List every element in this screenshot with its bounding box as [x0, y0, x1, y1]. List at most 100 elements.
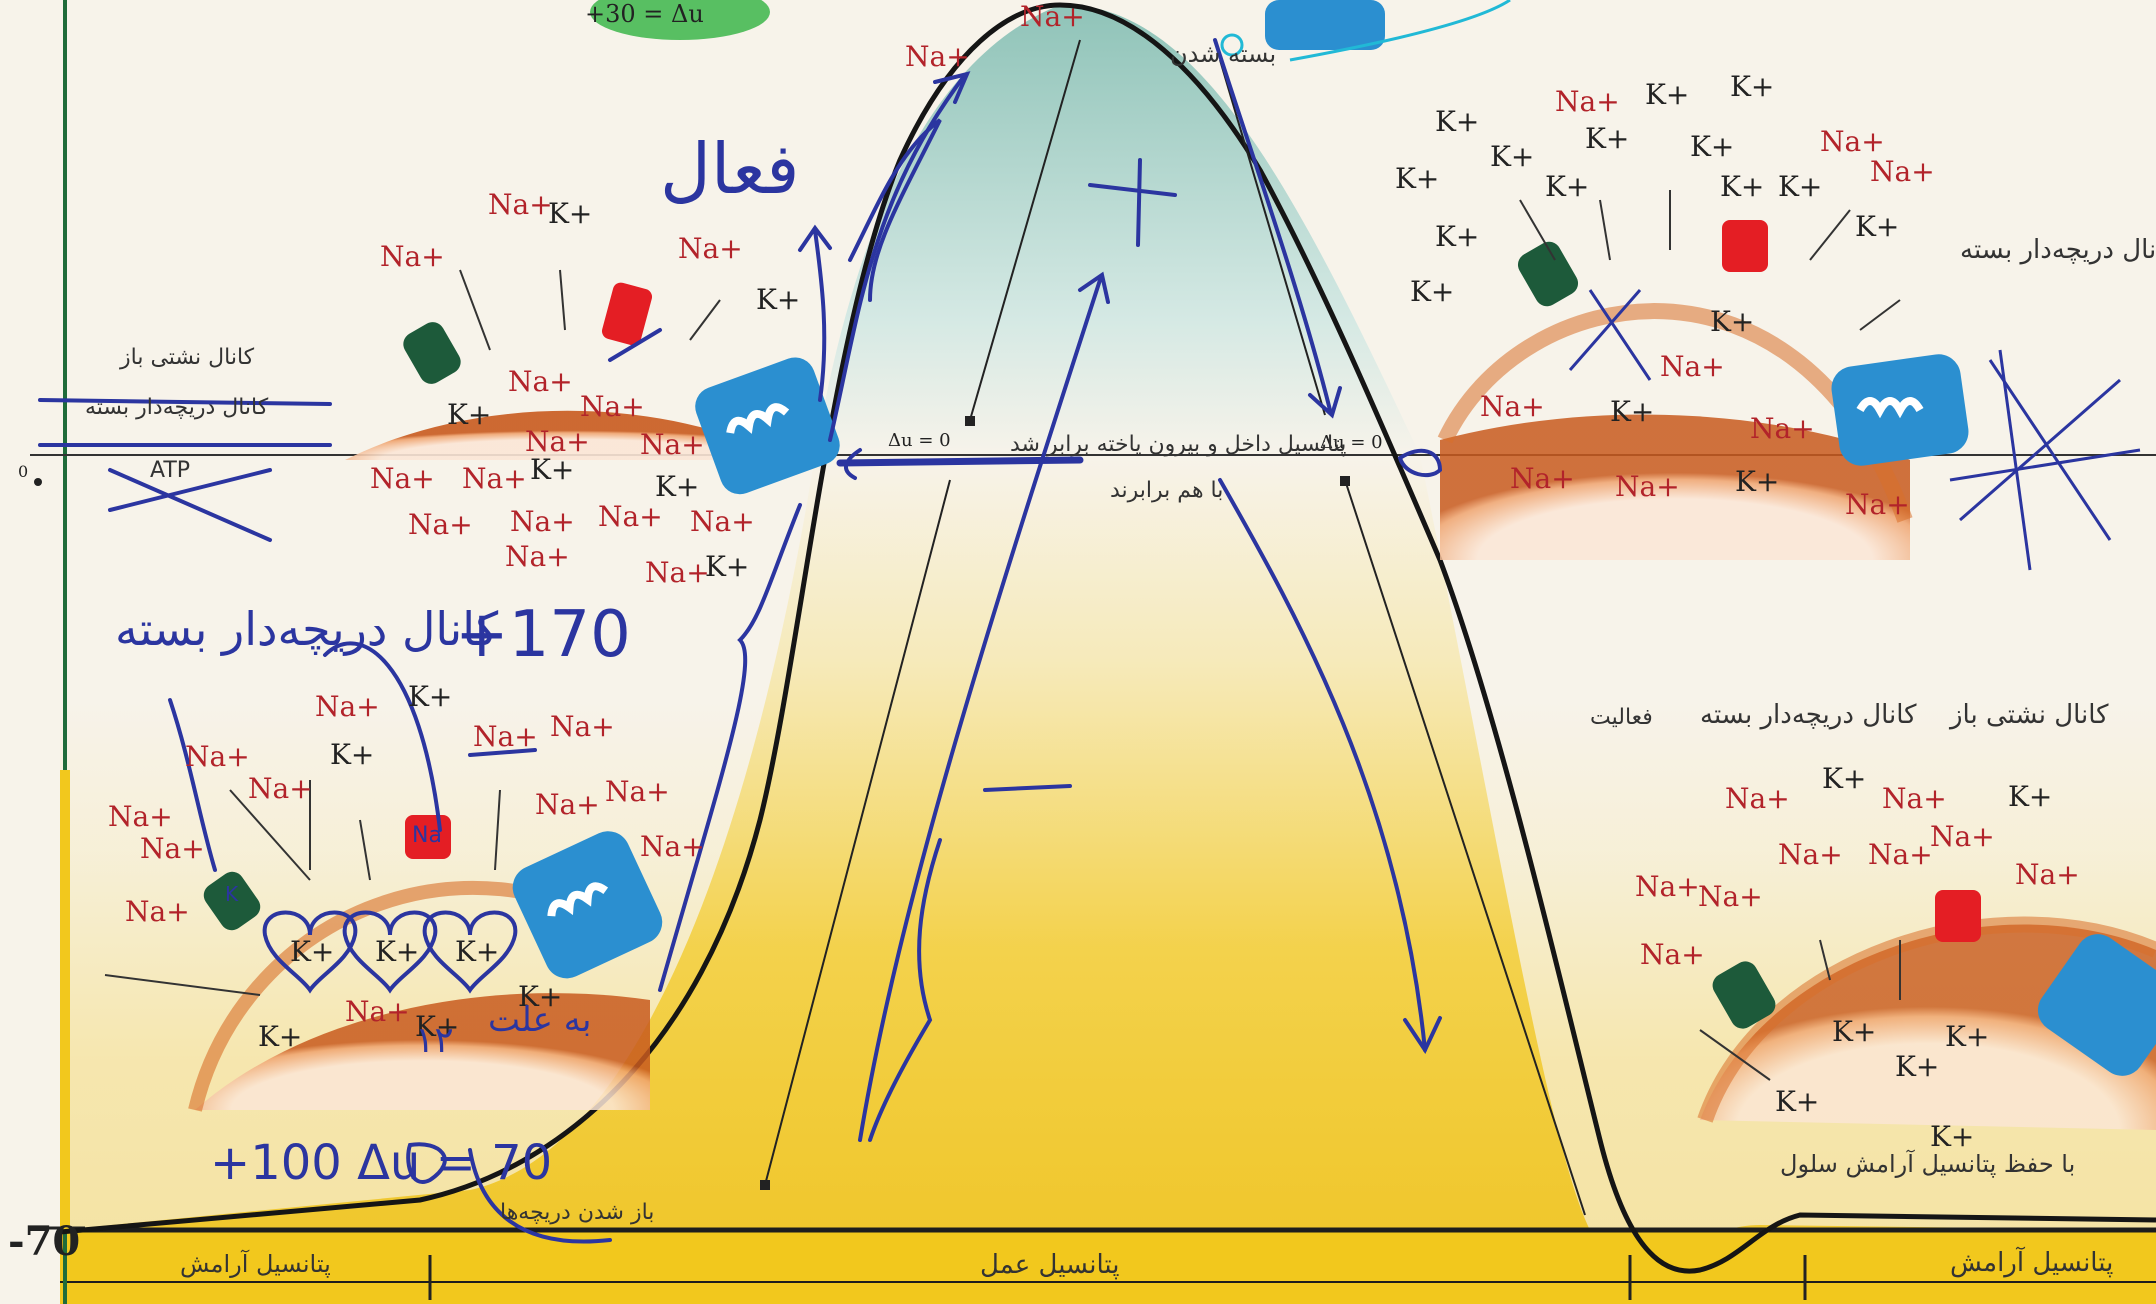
depolarization-fill	[815, 4, 1420, 455]
ion-label: K+	[1720, 170, 1765, 203]
k-channel-icon	[403, 322, 461, 384]
ion-label: K+	[1730, 70, 1775, 103]
ion-label: Na+	[505, 540, 570, 573]
ion-label: K+	[1690, 130, 1735, 163]
ion-label: K+	[258, 1020, 303, 1053]
na-channel-icon	[1935, 890, 1981, 942]
ion-label: Na+	[1020, 0, 1085, 33]
caption-gates-open: باز شدن دریچه‌ها	[500, 1200, 655, 1225]
ion-label: K+	[518, 980, 563, 1013]
delta-label: +100 Δu = 70	[210, 1135, 553, 1191]
k-channel-icon	[1712, 961, 1776, 1029]
twelve-annotation: ۱۲	[415, 1020, 454, 1061]
ion-label: K+	[1435, 220, 1480, 253]
ion-label: Na+	[1882, 782, 1947, 815]
active-annotation: فعال	[660, 128, 800, 210]
caption-action: پتانسیل عمل	[980, 1250, 1120, 1280]
caption-equal: با هم برابرند	[1110, 478, 1224, 503]
ion-label: K+	[1585, 122, 1630, 155]
ion-label: Na+	[1698, 880, 1763, 913]
ion-label: Na+	[248, 772, 313, 805]
k-channel-icon	[203, 871, 261, 931]
ion-label: Na+	[125, 895, 190, 928]
cross-marks	[1568, 289, 2141, 571]
na-annotation: Na	[412, 823, 442, 848]
caption-gated-closed-far-right: کانال دریچه‌دار بسته	[1960, 235, 2156, 265]
ion-label: Na+	[525, 425, 590, 458]
ion-label: K+	[375, 935, 420, 968]
caption-activity: فعالیت	[1590, 705, 1653, 730]
ion-label: Na+	[488, 188, 553, 221]
ion-label: Na+	[1868, 838, 1933, 871]
ion-label: Na+	[1725, 782, 1790, 815]
ion-label: Na+	[1750, 412, 1815, 445]
bottom-band	[60, 1230, 2156, 1304]
plus170-annotation: +170	[455, 598, 631, 672]
ion-label: K+	[1610, 395, 1655, 428]
na-channel-icon	[601, 282, 653, 346]
caption-closing: بسته شدن	[1170, 40, 1277, 68]
ion-label: Na+	[645, 556, 710, 589]
ion-label: Na+	[185, 740, 250, 773]
ion-label: K+	[330, 738, 375, 771]
delta-label: Δu = 0	[888, 430, 951, 451]
ion-label: Na+	[640, 428, 705, 461]
ion-label: Na+	[108, 800, 173, 833]
na-channel-icon	[1722, 220, 1768, 272]
ion-label: K+	[1735, 465, 1780, 498]
ion-label: Na+	[690, 505, 755, 538]
ion-label: Na+	[1640, 938, 1705, 971]
membrane-top-left	[345, 410, 790, 460]
ion-label: K+	[1395, 162, 1440, 195]
na-k-pump-icon	[695, 357, 840, 495]
closed-gate-annotation: کانال دریچه‌دار بسته	[115, 602, 499, 656]
ion-label: K+	[1822, 762, 1867, 795]
potential-curve	[59, 2, 2156, 1274]
delta-label: +30 = Δu	[585, 0, 704, 28]
caption-atp: ATP	[150, 458, 191, 483]
ion-label: K+	[1645, 78, 1690, 111]
ion-label: Na+	[315, 690, 380, 723]
ion-label: Na+	[678, 232, 743, 265]
caption-leak-open: کانال نشتی باز	[120, 345, 255, 370]
na-k-pump-icon	[1265, 0, 1385, 50]
caption-gated-closed-right: کانال دریچه‌دار بسته	[1700, 700, 1917, 730]
ion-label: K+	[290, 935, 335, 968]
k-channel-icon	[1517, 241, 1579, 307]
ion-label: Na+	[605, 775, 670, 808]
caption-gated-closed: کانال دریچه‌دار بسته	[85, 395, 269, 420]
ion-label: Na+	[598, 500, 663, 533]
ion-label: Na+	[1820, 125, 1885, 158]
ion-label: Na+	[508, 365, 573, 398]
ion-label: K+	[705, 550, 750, 583]
action-potential-fill	[60, 455, 2156, 1276]
ion-label: K+	[1435, 105, 1480, 138]
ion-label: Na+	[345, 995, 410, 1028]
caption-rest-right: پتانسیل آرامش	[1950, 1248, 2114, 1278]
caption-equal-potential: پتانسیل داخل و بیرون یاخته برابر شد	[1010, 432, 1347, 457]
ion-label: Na+	[370, 462, 435, 495]
ion-label: Na+	[640, 830, 705, 863]
ion-label: Na+	[905, 40, 970, 73]
ion-label: Na+	[140, 832, 205, 865]
ion-label: Na+	[1870, 155, 1935, 188]
ion-label: Na+	[380, 240, 445, 273]
ion-label: Na+	[1778, 838, 1843, 871]
ion-label: K+	[548, 197, 593, 230]
na-k-pump-icon	[512, 831, 663, 979]
ion-label: Na+	[1555, 85, 1620, 118]
ion-label: K+	[2008, 780, 2053, 813]
k-annotation: K	[225, 882, 239, 906]
ion-label: K+	[1710, 305, 1755, 338]
delta-label: Δu = 0	[1320, 432, 1383, 453]
ion-label: K+	[1832, 1015, 1877, 1048]
ion-label: K+	[447, 398, 492, 431]
ion-label: Na+	[1845, 488, 1910, 521]
ion-label: K+	[756, 283, 801, 316]
ion-label: Na+	[1660, 350, 1725, 383]
ion-label: Na+	[1480, 390, 1545, 423]
ion-label: K+	[1895, 1050, 1940, 1083]
ion-label: Na+	[1615, 470, 1680, 503]
ion-label: K+	[1778, 170, 1823, 203]
na-k-pump-icon	[1831, 354, 1969, 466]
